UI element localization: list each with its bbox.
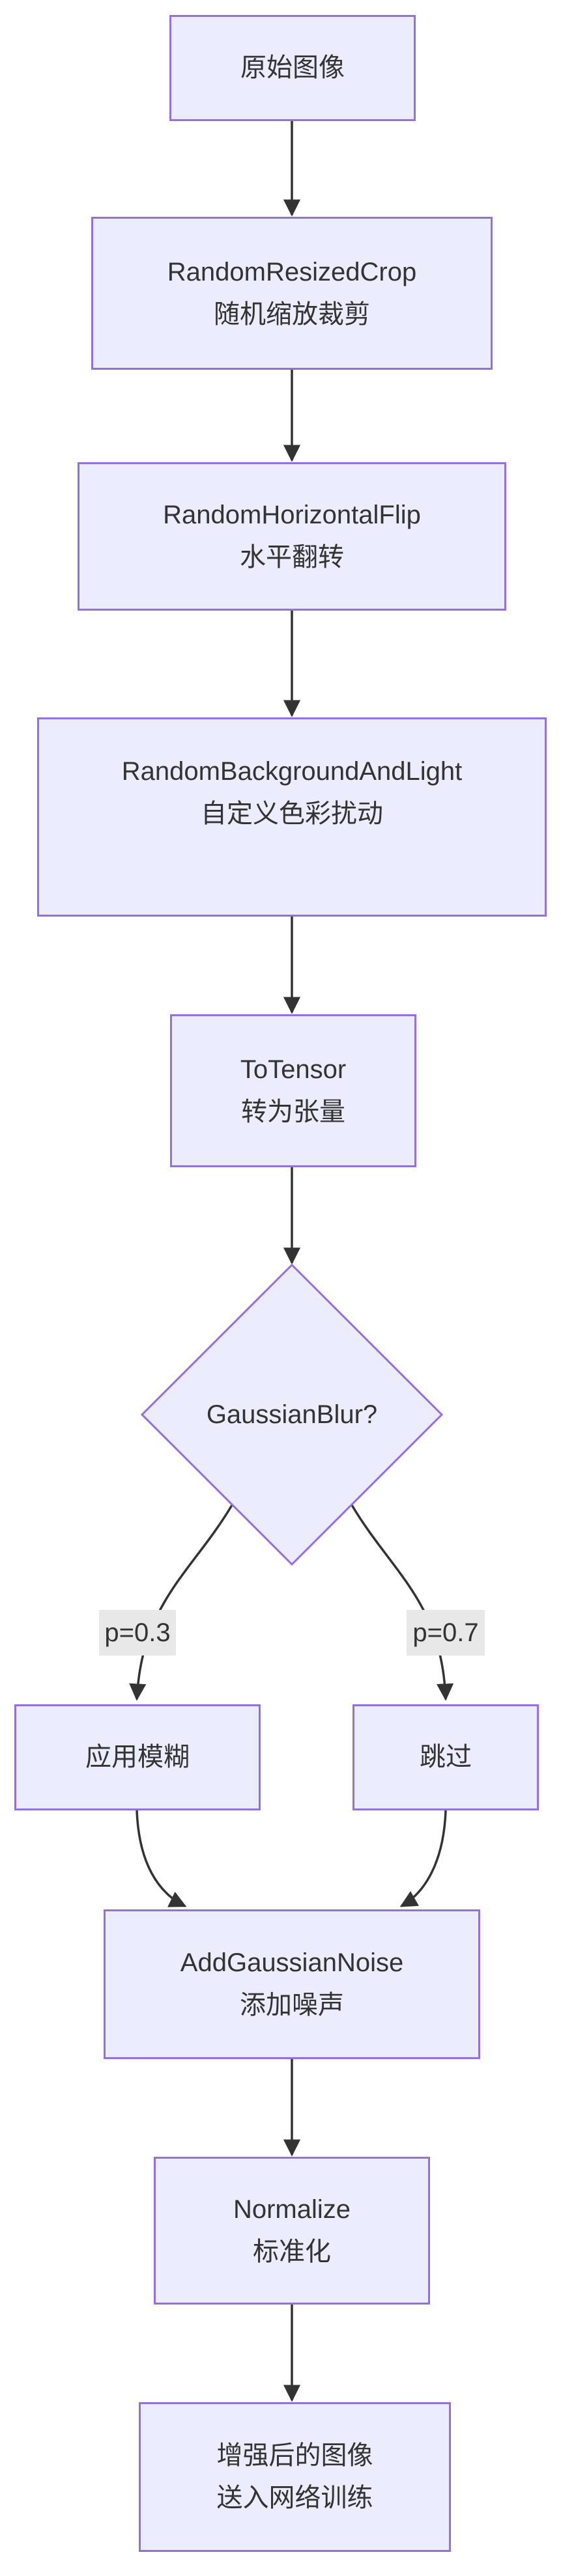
node-random-background-and-light: RandomBackgroundAndLight 自定义色彩扰动 <box>37 717 547 917</box>
edge-skip-to-noise <box>399 1810 447 1907</box>
node-augmented-output: 增强后的图像 送入网络训练 <box>139 2402 451 2552</box>
node-label-en: AddGaussianNoise <box>180 1948 404 1977</box>
node-label-en: ToTensor <box>240 1055 347 1084</box>
node-label-en: RandomResizedCrop <box>167 257 417 286</box>
edge-applyblur-to-noise <box>136 1810 187 1907</box>
node-label-zh: 标准化 <box>252 2237 331 2266</box>
edge-decision-to-skip <box>351 1504 454 1701</box>
node-label-zh: 随机缩放裁剪 <box>214 299 370 329</box>
node-label: 应用模糊 <box>85 1743 190 1771</box>
node-label-line1: 增强后的图像 <box>216 2441 373 2470</box>
node-label-en: RandomHorizontalFlip <box>163 501 421 529</box>
node-add-gaussian-noise: AddGaussianNoise 添加噪声 <box>104 1909 480 2059</box>
decision-diamond-shape <box>140 1263 444 1566</box>
node-label: GaussianBlur? <box>206 1400 378 1429</box>
edge-label-p07: p=0.7 <box>407 1610 485 1655</box>
node-label-zh: 添加噪声 <box>239 1991 344 2019</box>
node-gaussian-blur-decision-label: GaussianBlur? <box>175 1393 409 1436</box>
node-label-zh: 转为张量 <box>241 1097 345 1126</box>
node-original-image: 原始图像 <box>169 15 416 121</box>
edge-label-p03: p=0.3 <box>99 1610 176 1655</box>
node-label: 跳过 <box>420 1743 472 1771</box>
node-to-tensor: ToTensor 转为张量 <box>170 1014 416 1167</box>
node-label: 原始图像 <box>240 53 345 82</box>
edge-decision-to-applyblur <box>129 1504 233 1701</box>
node-skip: 跳过 <box>352 1704 539 1810</box>
node-label-zh: 自定义色彩扰动 <box>200 799 383 828</box>
node-random-horizontal-flip: RandomHorizontalFlip 水平翻转 <box>78 462 506 611</box>
node-normalize: Normalize 标准化 <box>154 2157 430 2305</box>
node-label-line2: 送入网络训练 <box>216 2484 373 2512</box>
node-label-en: Normalize <box>233 2195 351 2224</box>
node-random-resized-crop: RandomResizedCrop 随机缩放裁剪 <box>91 217 493 370</box>
node-apply-blur: 应用模糊 <box>14 1704 261 1810</box>
node-label-zh: 水平翻转 <box>239 543 344 572</box>
node-label-en: RandomBackgroundAndLight <box>121 757 463 786</box>
